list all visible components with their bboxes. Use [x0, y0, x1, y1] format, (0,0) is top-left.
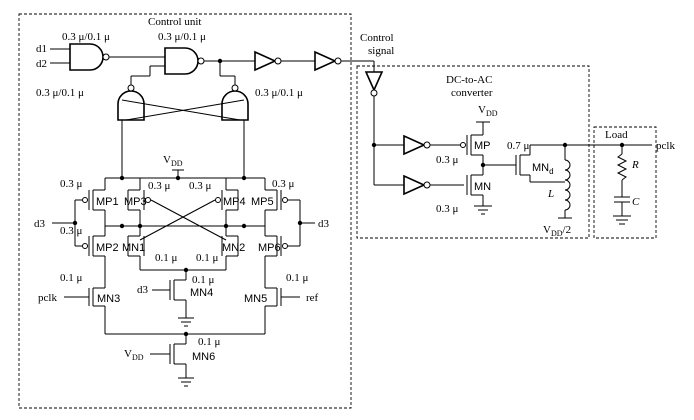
converter-buffer-top — [403, 134, 431, 156]
size-mp2: 0.3 μ — [60, 225, 83, 237]
input-nand-gate — [69, 43, 110, 71]
size-mn6: 0.1 μ — [198, 336, 221, 348]
vdd-label-mn6: VDD — [124, 348, 144, 362]
conv-mnd-transistor — [515, 145, 565, 183]
size-mn1: 0.1 μ — [155, 252, 178, 264]
vdd-label-top: VDD — [163, 154, 183, 168]
mn5-transistor — [264, 287, 300, 334]
latch-nand-right — [221, 84, 249, 121]
capacitor — [614, 196, 630, 203]
pclk-in-label: pclk — [38, 292, 57, 304]
mn5-label: MN5 — [244, 293, 267, 305]
capacitor-label: C — [632, 196, 640, 208]
ref-label: ref — [306, 292, 319, 304]
size-mp1: 0.3 μ — [60, 178, 83, 190]
conv-mnd-label: MNd — [532, 162, 554, 176]
resistor-label: R — [631, 159, 639, 171]
size-mp5: 0.3 μ — [272, 178, 295, 190]
mp6-label: MP6 — [258, 242, 281, 254]
conv-mn-label: MN — [474, 181, 491, 193]
control-signal-label-1: Control — [360, 32, 394, 44]
load-box — [593, 126, 657, 239]
d1-label: d1 — [36, 43, 47, 55]
d3-left-label: d3 — [34, 218, 46, 230]
load-label: Load — [605, 129, 628, 141]
size-nand-in: 0.3 μ/0.1 μ — [62, 31, 110, 43]
ground-mn6 — [178, 377, 194, 387]
mn2-label: MN2 — [222, 242, 245, 254]
ground-load — [613, 215, 631, 225]
size-conv-mnd: 0.7 μ — [507, 140, 530, 152]
mn1-transistor — [127, 226, 145, 264]
size-conv-mp: 0.3 μ — [436, 154, 459, 166]
inductor-label: L — [547, 188, 554, 200]
converter-label-2: converter — [451, 87, 493, 99]
mp3-label: MP3 — [124, 196, 147, 208]
control-unit-label: Control unit — [148, 16, 201, 28]
pclk-out-label: pclk — [656, 140, 675, 152]
converter-buffer-bottom — [403, 174, 431, 196]
ground-conv — [474, 205, 492, 215]
size-mp3: 0.3 μ — [148, 180, 171, 192]
ground-mn4 — [178, 317, 194, 327]
resistor — [616, 153, 628, 181]
mp1-label: MP1 — [96, 196, 119, 208]
conv-mp-transistor — [460, 121, 490, 175]
vdd-label-conv: VDD — [478, 104, 498, 118]
mn2-transistor — [221, 226, 239, 264]
mp6-transistor — [264, 226, 288, 288]
size-mn4: 0.1 μ — [192, 274, 215, 286]
converter-box — [356, 65, 590, 239]
mp5-transistor — [264, 178, 288, 226]
mp1-transistor — [82, 178, 106, 226]
mn3-label: MN3 — [97, 293, 120, 305]
mp5-label: MP5 — [251, 196, 274, 208]
mn3-transistor — [64, 287, 106, 334]
mp4-transistor — [215, 178, 239, 226]
mn6-label: MN6 — [192, 351, 215, 363]
control-signal-label-2: signal — [368, 45, 394, 57]
latch-nand-left — [117, 84, 145, 121]
size-mp4: 0.3 μ — [189, 180, 212, 192]
d3-right-label: d3 — [318, 218, 330, 230]
inductor — [564, 159, 571, 211]
size-latch-left: 0.3 μ/0.1 μ — [36, 87, 84, 99]
converter-input-buffer — [364, 71, 384, 97]
mp2-label: MP2 — [96, 242, 119, 254]
control-unit-box — [18, 13, 352, 409]
d3-mn4-label: d3 — [137, 284, 149, 296]
buffer-2 — [314, 50, 342, 72]
size-nand-out: 0.3 μ/0.1 μ — [158, 31, 206, 43]
vdd-half-label: VDD/2 — [543, 224, 571, 238]
conv-mn-transistor — [466, 174, 484, 206]
size-mn2: 0.1 μ — [196, 252, 219, 264]
buffer-1 — [254, 50, 282, 72]
mp3-transistor — [127, 178, 151, 226]
mp4-label: MP4 — [223, 196, 246, 208]
output-nand-gate — [164, 47, 205, 75]
size-mn5: 0.1 μ — [286, 272, 309, 284]
mn4-transistor — [152, 270, 187, 318]
mn4-label: MN4 — [190, 287, 213, 299]
d2-label: d2 — [36, 58, 47, 70]
mn6-transistor — [150, 334, 187, 378]
size-conv-mn: 0.3 μ — [436, 203, 459, 215]
conv-mp-label: MP — [474, 140, 491, 152]
converter-label-1: DC-to-AC — [446, 74, 492, 86]
mn1-label: MN1 — [122, 242, 145, 254]
mp2-transistor — [82, 226, 106, 288]
size-latch-right: 0.3 μ/0.1 μ — [255, 87, 303, 99]
size-mn3: 0.1 μ — [60, 272, 83, 284]
